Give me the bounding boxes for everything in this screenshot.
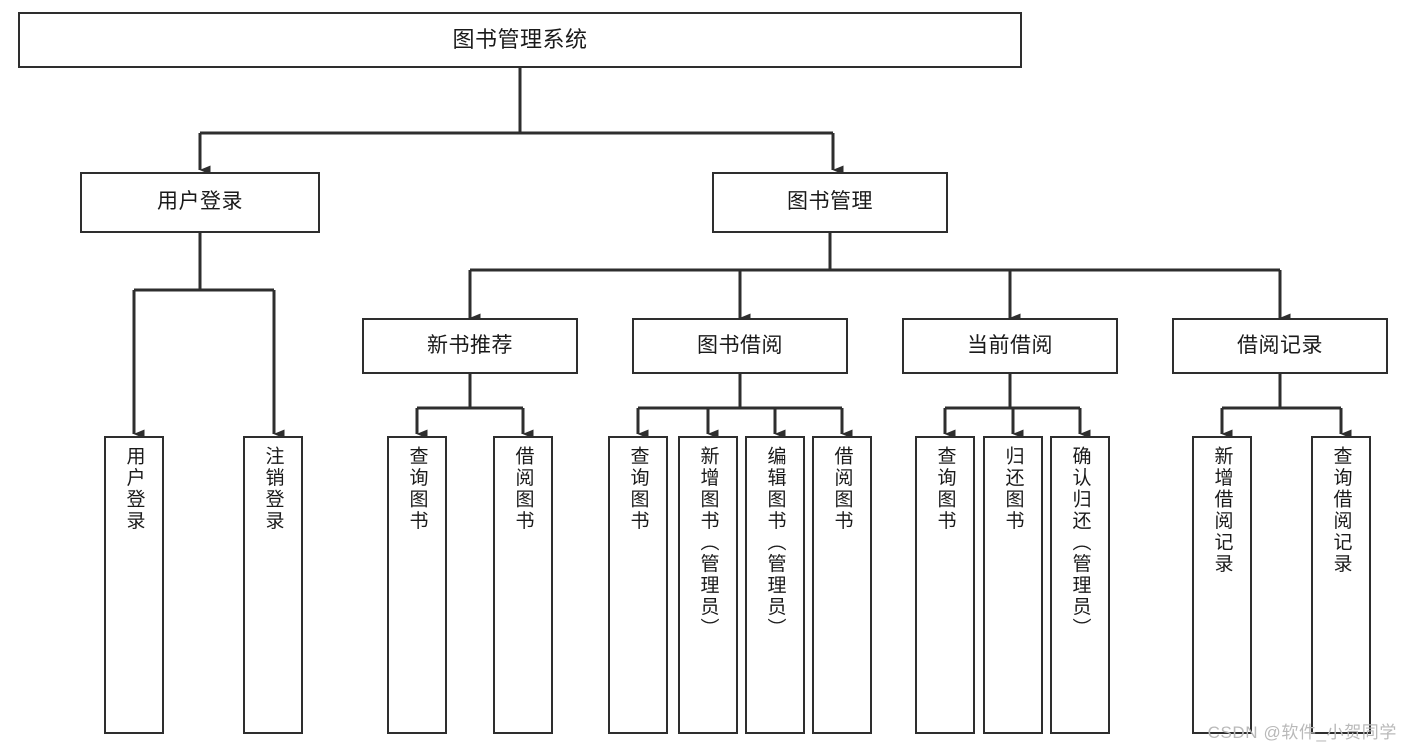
node-leaf-return-book[interactable]: 归还图书	[983, 436, 1043, 734]
node-leaf-query-record[interactable]: 查询借阅记录	[1311, 436, 1371, 734]
node-leaf-add-record-label: 新增借阅记录	[1211, 446, 1233, 575]
node-leaf-confirm-return[interactable]: 确认归还（管理员）	[1050, 436, 1110, 734]
node-leaf-query-record-label: 查询借阅记录	[1330, 446, 1352, 575]
node-leaf-borrow-book-2-label: 借阅图书	[831, 446, 853, 532]
node-user-login-label: 用户登录	[157, 190, 243, 214]
watermark-text: CSDN @软件_小贺同学	[1207, 723, 1397, 742]
node-book-borrow-label: 图书借阅	[697, 333, 783, 357]
node-book-borrow[interactable]: 图书借阅	[632, 318, 848, 374]
node-leaf-borrow-book-1-label: 借阅图书	[512, 446, 534, 532]
node-user-login[interactable]: 用户登录	[80, 172, 320, 233]
node-leaf-query-book-2-label: 查询图书	[627, 446, 649, 532]
node-leaf-user-login-label: 用户登录	[123, 446, 145, 532]
node-new-book-recommend[interactable]: 新书推荐	[362, 318, 578, 374]
node-leaf-edit-book-label: 编辑图书（管理员）	[764, 446, 786, 640]
node-leaf-add-book-label: 新增图书（管理员）	[697, 446, 719, 640]
node-leaf-add-book[interactable]: 新增图书（管理员）	[678, 436, 738, 734]
node-leaf-add-record[interactable]: 新增借阅记录	[1192, 436, 1252, 734]
node-new-book-recommend-label: 新书推荐	[427, 333, 513, 357]
node-leaf-user-login[interactable]: 用户登录	[104, 436, 164, 734]
node-leaf-borrow-book-1[interactable]: 借阅图书	[493, 436, 553, 734]
node-book-manage[interactable]: 图书管理	[712, 172, 948, 233]
node-book-manage-label: 图书管理	[787, 190, 873, 214]
node-leaf-query-book-1[interactable]: 查询图书	[387, 436, 447, 734]
node-leaf-confirm-return-label: 确认归还（管理员）	[1069, 446, 1091, 640]
node-current-borrow-label: 当前借阅	[967, 333, 1053, 357]
node-leaf-borrow-book-2[interactable]: 借阅图书	[812, 436, 872, 734]
node-leaf-query-book-3[interactable]: 查询图书	[915, 436, 975, 734]
node-root-system[interactable]: 图书管理系统	[18, 12, 1022, 68]
node-leaf-edit-book[interactable]: 编辑图书（管理员）	[745, 436, 805, 734]
node-leaf-return-book-label: 归还图书	[1002, 446, 1024, 532]
node-borrow-record-label: 借阅记录	[1237, 333, 1323, 357]
node-leaf-logout-label: 注销登录	[262, 446, 284, 532]
node-leaf-logout[interactable]: 注销登录	[243, 436, 303, 734]
node-borrow-record[interactable]: 借阅记录	[1172, 318, 1388, 374]
node-current-borrow[interactable]: 当前借阅	[902, 318, 1118, 374]
node-leaf-query-book-3-label: 查询图书	[934, 446, 956, 532]
node-root-system-label: 图书管理系统	[452, 27, 588, 53]
node-leaf-query-book-1-label: 查询图书	[406, 446, 428, 532]
node-leaf-query-book-2[interactable]: 查询图书	[608, 436, 668, 734]
